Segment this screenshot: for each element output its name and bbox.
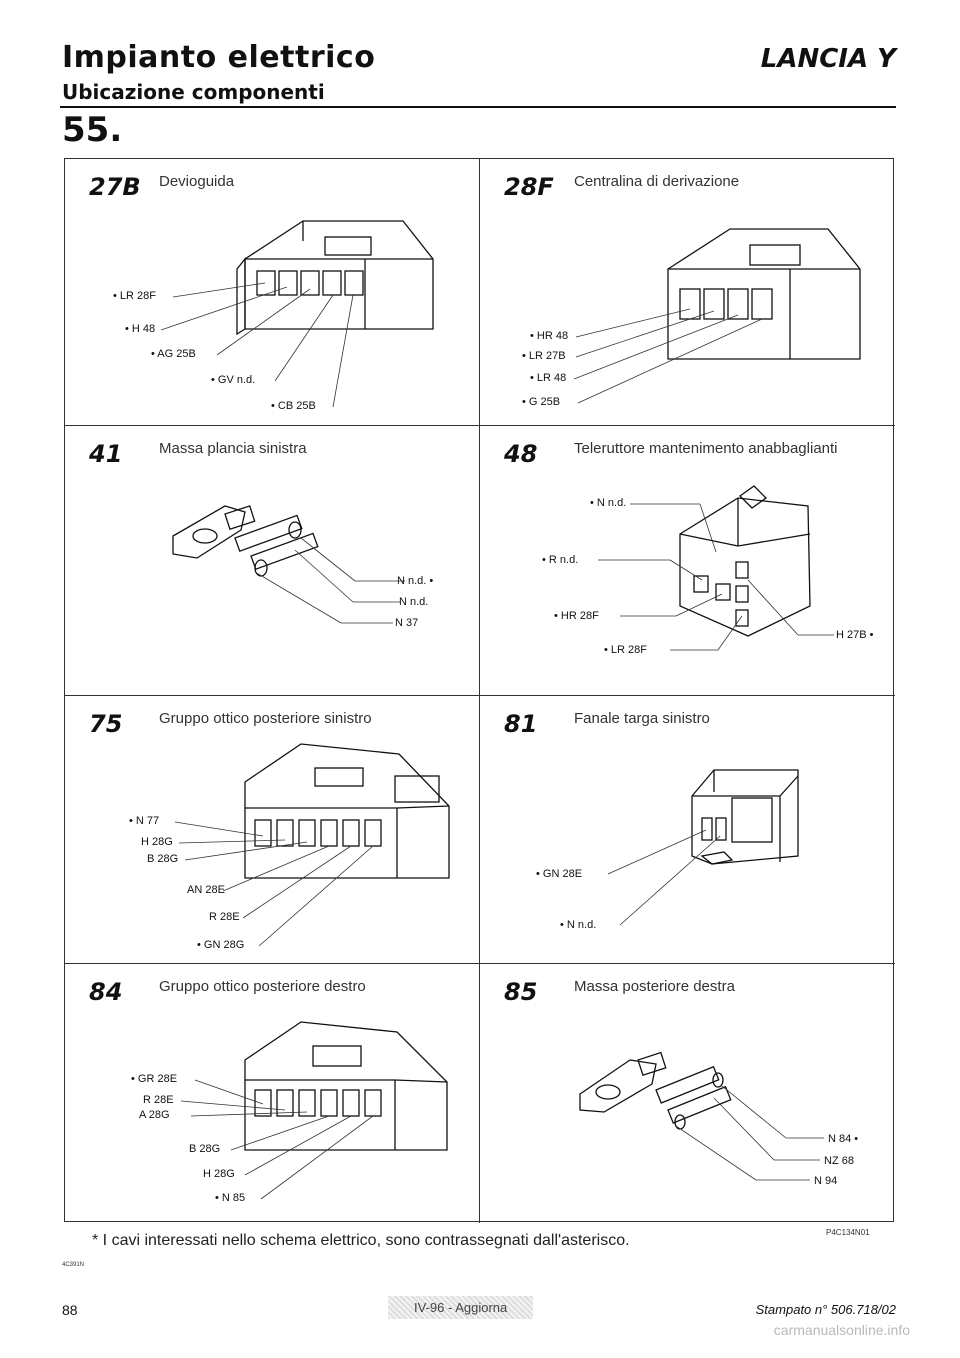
- pin-label: AN 28E: [187, 884, 225, 896]
- pin-label: • GN 28E: [536, 868, 582, 880]
- component-27b: 27B Devioguida • LR 28F • H 48 • AG 2: [65, 159, 480, 426]
- component-81: 81 Fanale targa sinistro • GN 28E • N n.…: [480, 696, 895, 964]
- pin-label: • LR 48: [530, 372, 566, 384]
- component-code: 85: [504, 978, 538, 1006]
- relay-drawing: • N n.d. • R n.d. • HR 28F • LR 28F H 27…: [542, 485, 874, 656]
- pin-label: • GV n.d.: [211, 374, 255, 386]
- pin-label: A 28G: [139, 1109, 170, 1121]
- component-name: Gruppo ottico posteriore destro: [159, 978, 366, 995]
- component-name: Massa posteriore destra: [574, 978, 735, 995]
- connector-drawing: • LR 28F • H 48 • AG 25B • GV n.d. • CB …: [113, 220, 434, 412]
- pin-label: H 28G: [203, 1168, 235, 1180]
- ground-terminal-drawing: N n.d. • N n.d. N 37: [172, 505, 433, 629]
- reference-code: P4C134N01: [826, 1228, 870, 1237]
- pin-label: H 27B •: [836, 629, 874, 641]
- component-code: 84: [89, 978, 123, 1006]
- ground-terminal-drawing: N 84 • NZ 68 N 94: [579, 1051, 858, 1187]
- pin-label: • N 85: [215, 1192, 245, 1204]
- update-label: IV-96 - Aggiorna: [388, 1296, 534, 1319]
- pin-label: • LR 28F: [113, 290, 156, 302]
- component-41: 41 Massa plancia sinistra N n.d. • N n.d…: [65, 426, 480, 696]
- page-title: Impianto elettrico: [62, 40, 376, 75]
- pin-label: • N 77: [129, 815, 159, 827]
- pin-label: B 28G: [189, 1143, 220, 1155]
- connector-drawing: • N 77 H 28G B 28G AN 28E R 28E • GN 28G: [129, 743, 450, 951]
- component-code: 81: [504, 710, 538, 738]
- watermark: carmanualsonline.info: [773, 1322, 910, 1338]
- section-number: 55.: [62, 110, 123, 150]
- component-name: Teleruttore mantenimento anabbaglianti: [574, 440, 838, 457]
- pin-label: NZ 68: [824, 1155, 854, 1167]
- print-reference: Stampato n° 506.718/02: [755, 1302, 896, 1317]
- header-rule: [60, 106, 896, 108]
- component-name: Gruppo ottico posteriore sinistro: [159, 710, 372, 727]
- pin-label: N n.d.: [399, 596, 428, 608]
- pin-label: • G 25B: [522, 396, 560, 408]
- pin-label: • LR 28F: [604, 644, 647, 656]
- pin-label: H 28G: [141, 836, 173, 848]
- component-84: 84 Gruppo ottico posteriore destro • GR: [65, 964, 480, 1223]
- pin-label: • N n.d.: [590, 497, 626, 509]
- small-code: 4C391N: [62, 1262, 85, 1268]
- pin-label: • CB 25B: [271, 400, 316, 412]
- component-code: 48: [504, 440, 538, 468]
- pin-label: • H 48: [125, 323, 155, 335]
- component-code: 27B: [89, 173, 141, 201]
- pin-label: • GR 28E: [131, 1073, 177, 1085]
- component-name: Fanale targa sinistro: [574, 710, 710, 727]
- component-name: Centralina di derivazione: [574, 173, 740, 190]
- page-subtitle: Ubicazione componenti: [62, 80, 325, 104]
- footnote: * I cavi interessati nello schema elettr…: [92, 1232, 630, 1249]
- component-name: Massa plancia sinistra: [159, 440, 307, 457]
- pin-label: • HR 28F: [554, 610, 599, 622]
- component-48: 48 Teleruttore mantenimento anabbagliant…: [480, 426, 895, 696]
- lamp-connector-drawing: • GN 28E • N n.d.: [536, 769, 799, 931]
- pin-label: N 94: [814, 1175, 837, 1187]
- pin-label: • N n.d.: [560, 919, 596, 931]
- pin-label: N 37: [395, 617, 418, 629]
- component-75: 75 Gruppo ottico posteriore sinistro • N: [65, 696, 480, 964]
- pin-label: B 28G: [147, 853, 178, 865]
- pin-label: R 28E: [143, 1094, 174, 1106]
- pin-label: • HR 48: [530, 330, 568, 342]
- component-code: 75: [89, 710, 123, 738]
- connector-drawing: • HR 48 • LR 27B • LR 48 • G 25B: [522, 228, 861, 408]
- pin-label: N 84 •: [828, 1133, 858, 1145]
- connector-drawing: • GR 28E R 28E A 28G B 28G H 28G • N 85: [131, 1021, 448, 1204]
- page-number: 88: [62, 1302, 78, 1318]
- component-name: Devioguida: [159, 173, 235, 190]
- pin-label: • GN 28G: [197, 939, 244, 951]
- component-85: 85 Massa posteriore destra N 84 • NZ 68 …: [480, 964, 895, 1223]
- component-code: 28F: [504, 173, 554, 201]
- pin-label: N n.d. •: [397, 575, 433, 587]
- components-grid: 27B Devioguida • LR 28F • H 48 • AG 2: [64, 158, 895, 1223]
- component-28f: 28F Centralina di derivazione • HR 48 • …: [480, 159, 895, 426]
- pin-label: • LR 27B: [522, 350, 566, 362]
- brand-label: LANCIA Y: [760, 44, 896, 74]
- component-code: 41: [89, 440, 123, 468]
- pin-label: R 28E: [209, 911, 240, 923]
- pin-label: • R n.d.: [542, 554, 578, 566]
- pin-label: • AG 25B: [151, 348, 196, 360]
